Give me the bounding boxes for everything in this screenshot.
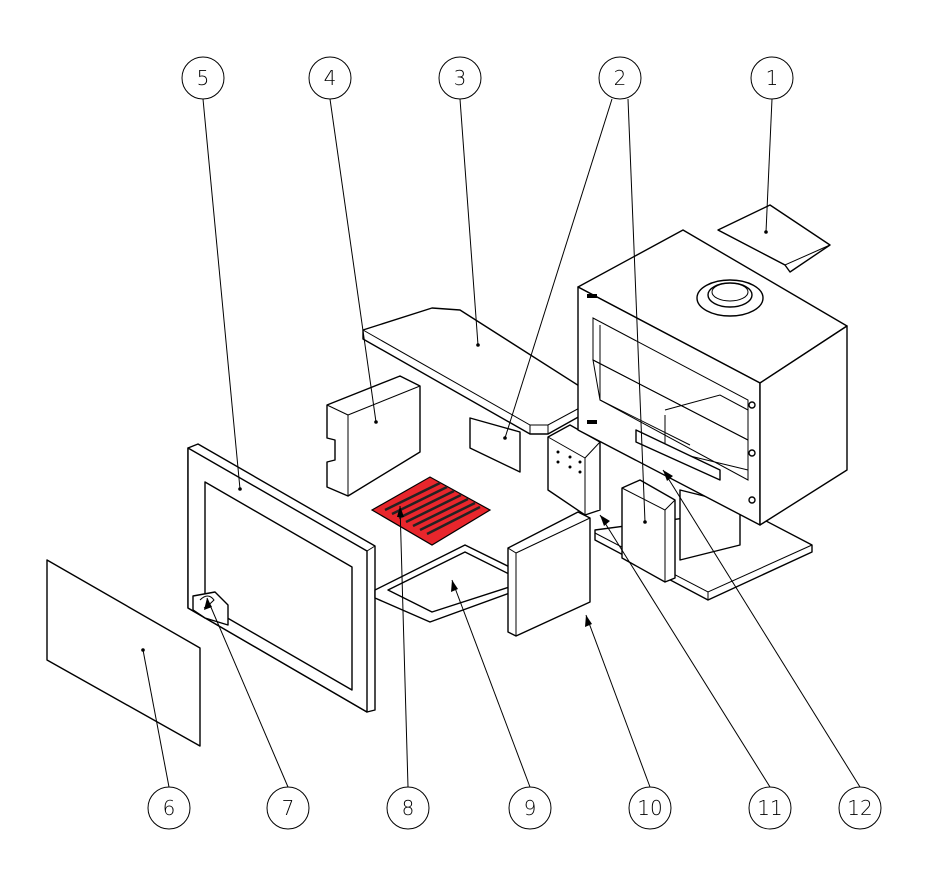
balloon-4: 4 [308,56,352,100]
balloon-12: 12 [838,786,882,830]
svg-text:7: 7 [282,796,295,820]
stove-body [577,229,848,526]
svg-text:3: 3 [454,66,467,90]
svg-text:9: 9 [524,796,537,820]
svg-text:4: 4 [324,66,337,90]
balloon-10: 10 [628,786,672,830]
svg-text:10: 10 [637,796,662,820]
part-11-side-brick [547,424,601,516]
part-6-glass-panel [46,559,201,747]
part-8-grate [370,476,492,546]
leader-arrows [141,230,768,652]
balloon-9: 9 [508,786,552,830]
balloon-5: 5 [181,56,225,100]
part-10-front-brick [507,511,591,637]
balloon-2: 2 [598,56,642,100]
part-9-ash-pan [374,544,541,623]
svg-text:11: 11 [757,796,782,820]
balloon-3: 3 [438,56,482,100]
balloon-6: 6 [147,786,191,830]
part-1-top-plate [717,204,831,273]
svg-text:6: 6 [163,796,176,820]
part-12-brick [621,479,676,583]
balloon-11: 11 [748,786,792,830]
svg-text:12: 12 [847,796,872,820]
part-2-rear-brick [469,417,521,473]
balloon-1: 1 [750,56,794,100]
part-4-side-brick [326,375,421,497]
svg-text:5: 5 [197,66,210,90]
balloon-7: 7 [266,786,310,830]
balloon-8: 8 [386,786,430,830]
svg-text:1: 1 [766,66,779,90]
part-5-door-frame [187,443,376,713]
leader-lines [142,98,861,788]
svg-text:8: 8 [402,796,415,820]
svg-text:2: 2 [614,66,627,90]
